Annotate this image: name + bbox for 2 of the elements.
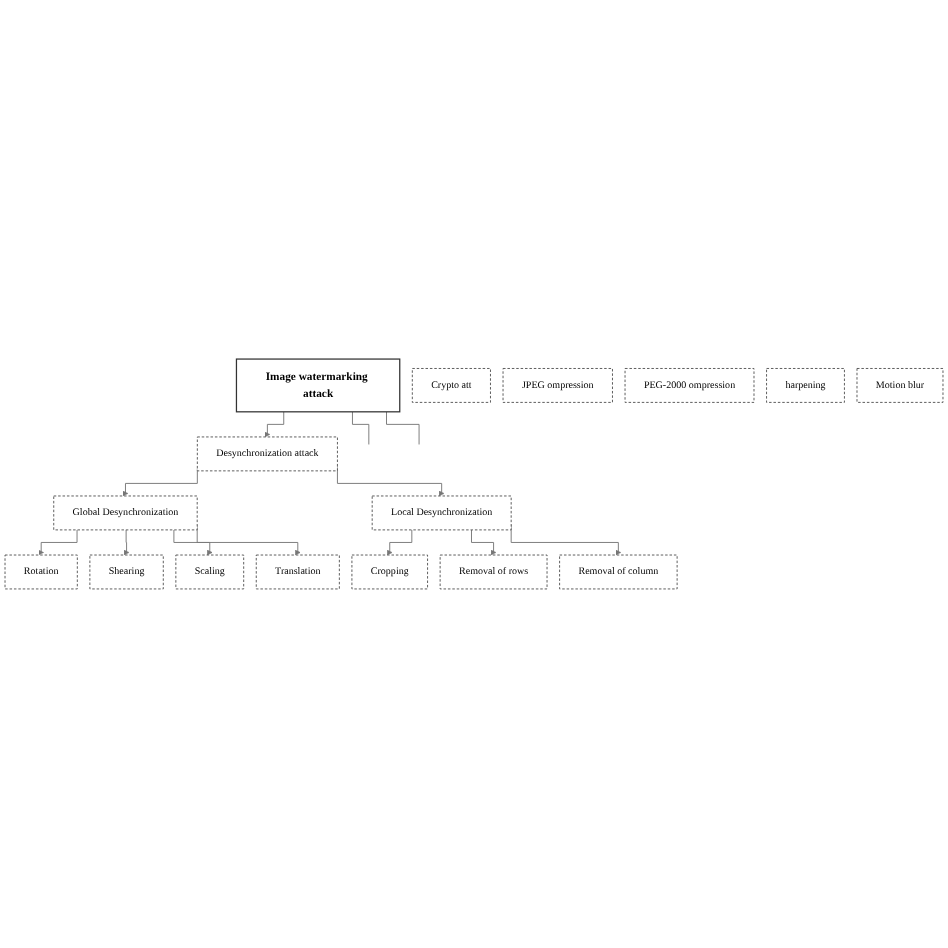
connector xyxy=(352,411,370,445)
connector xyxy=(386,411,420,445)
